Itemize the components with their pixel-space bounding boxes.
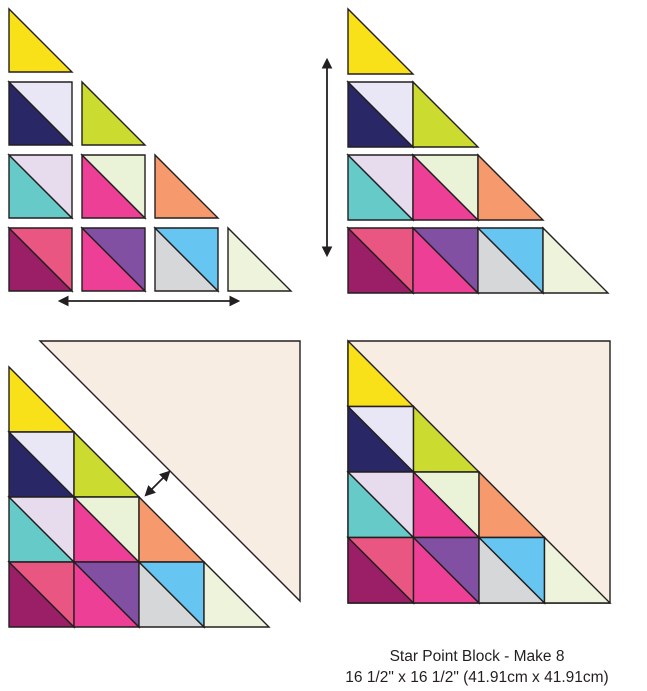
unit-r2-c1-hst-upper: [7, 81, 73, 147]
step-3-add-background-triangle: [7, 340, 301, 629]
block-r4-c4-triangle: [543, 535, 612, 604]
row2-c2-triangle: [412, 80, 480, 148]
row1-c1-triangle: [347, 7, 415, 75]
stair-r2-c2-triangle: [73, 430, 141, 498]
unit-r4-c3-hst-upper: [153, 227, 219, 293]
stair-r1-c1-triangle: [8, 365, 76, 433]
assembly-arrows: [57, 57, 333, 497]
unit-r1-c1-triangle: [8, 7, 74, 73]
block-caption-size: 16 1/2" x 16 1/2" (41.91cm x 41.91cm): [345, 669, 609, 686]
unit-r2-c2-triangle: [81, 80, 147, 146]
diagonal-double-arrow: [144, 470, 171, 497]
step-4-finished-block: [346, 339, 612, 605]
unit-r3-c3-triangle: [154, 153, 220, 219]
row4-c4-triangle: [542, 226, 610, 294]
step-1-arrange-units: [7, 7, 293, 293]
step-2-join-rows: [346, 7, 610, 295]
block-caption-title: Star Point Block - Make 8: [389, 648, 565, 665]
stair-r3-c3-triangle: [138, 495, 206, 563]
unit-r3-c2-hst-upper: [80, 154, 146, 220]
unit-r4-c2-hst-upper: [80, 227, 146, 293]
row3-c3-triangle: [477, 153, 545, 221]
unit-r4-c1-hst-upper: [7, 227, 73, 293]
unit-r4-c4-triangle: [227, 226, 293, 292]
unit-r3-c1-hst-upper: [7, 154, 73, 220]
stair-r4-c4-triangle: [203, 560, 271, 628]
